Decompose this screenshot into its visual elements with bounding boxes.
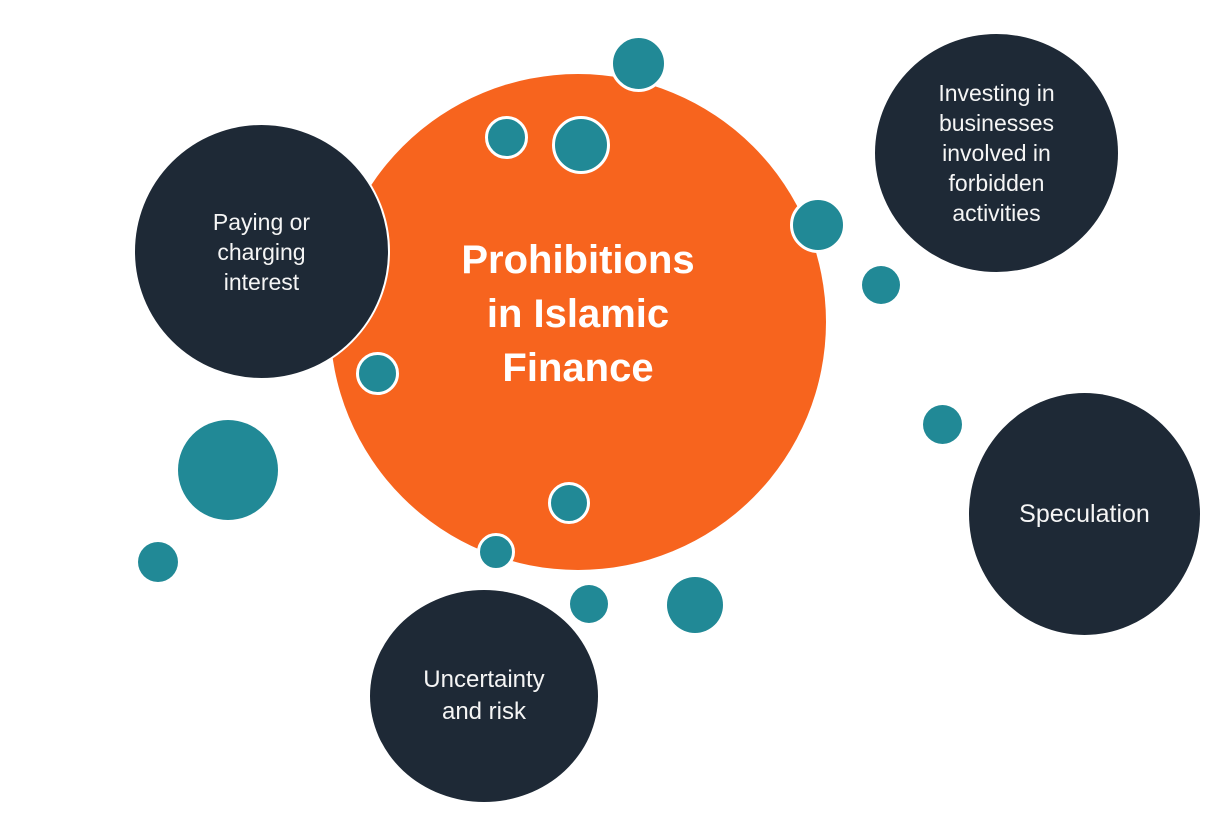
node-paying-interest: Paying or charging interest <box>133 123 390 380</box>
node-uncertainty-risk-label: Uncertainty and risk <box>423 666 545 725</box>
decor-dot-6 <box>356 352 399 395</box>
node-forbidden-activities: Investing in businesses involved in forb… <box>875 34 1118 272</box>
decor-dot-7 <box>178 420 278 520</box>
node-speculation: Speculation <box>969 393 1200 635</box>
decor-dot-11 <box>570 585 608 623</box>
node-speculation-label: Speculation <box>1019 500 1150 528</box>
node-paying-interest-label: Paying or charging interest <box>212 208 311 295</box>
node-forbidden-activities-label: Investing in businesses involved in forb… <box>938 80 1055 226</box>
decor-dot-9 <box>548 482 590 524</box>
diagram-title: Prohibitions in Islamic Finance <box>461 233 694 395</box>
decor-dot-5 <box>862 266 900 304</box>
decor-dot-12 <box>667 577 723 633</box>
decor-dot-2 <box>485 116 528 159</box>
node-uncertainty-risk: Uncertainty and risk <box>370 590 598 802</box>
decor-dot-4 <box>790 197 846 253</box>
decor-dot-10 <box>477 533 515 571</box>
decor-dot-3 <box>552 116 610 174</box>
title-line-2: in Islamic <box>486 292 670 336</box>
decor-dot-8 <box>138 542 178 582</box>
decor-dot-1 <box>610 35 667 92</box>
title-line-3: Finance <box>502 346 654 390</box>
title-line-1: Prohibitions <box>461 238 695 282</box>
decor-dot-13 <box>923 405 962 444</box>
